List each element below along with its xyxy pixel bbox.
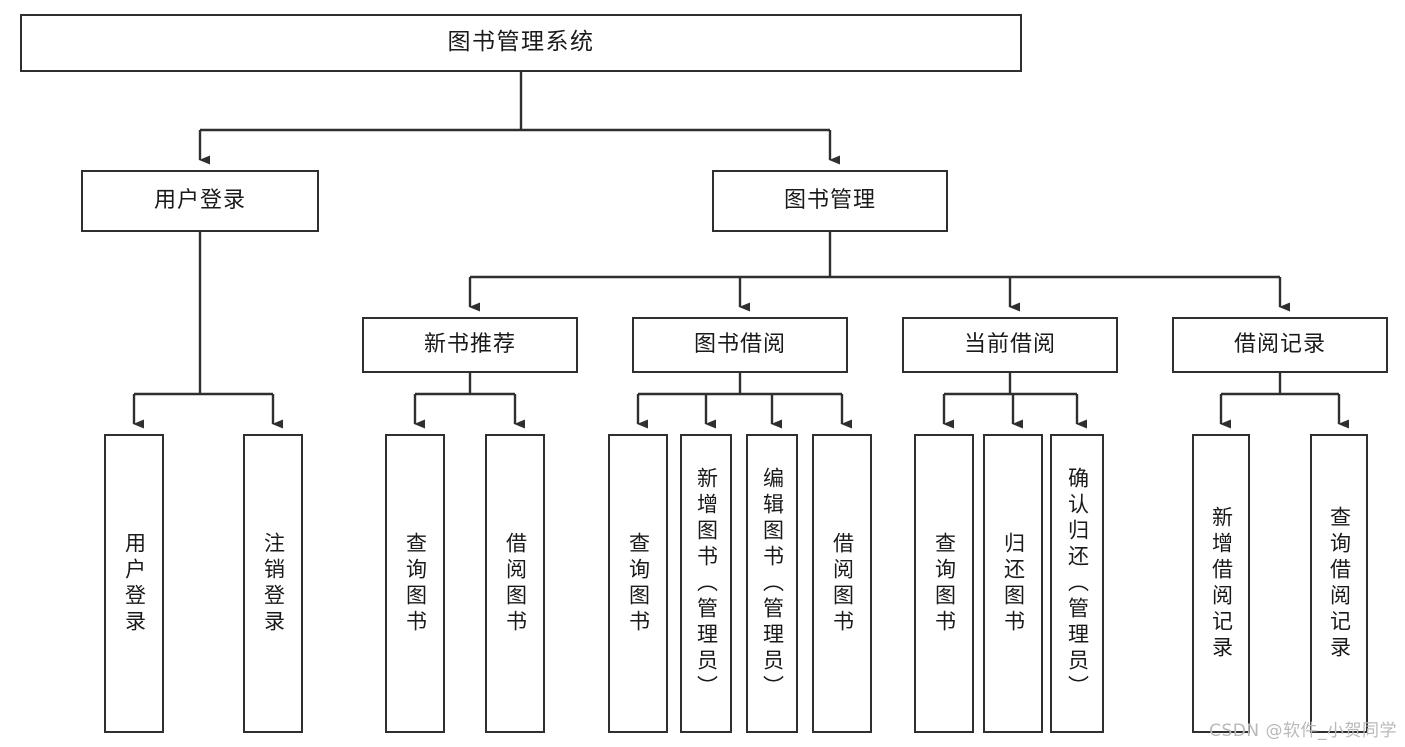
node-leaf-add-book[interactable]: 新增图书（管理员） — [680, 434, 732, 733]
node-leaf-query-record[interactable]: 查询借阅记录 — [1310, 434, 1368, 733]
node-label: 归还图书 — [1001, 531, 1026, 636]
node-label: 新书推荐 — [423, 332, 516, 358]
node-leaf-confirm-return[interactable]: 确认归还（管理员） — [1050, 434, 1104, 733]
node-label: 借阅图书 — [830, 531, 855, 636]
node-label: 查询图书 — [403, 531, 428, 636]
node-leaf-borrow-book-1[interactable]: 借阅图书 — [485, 434, 545, 733]
node-label: 编辑图书（管理员） — [760, 466, 785, 701]
node-leaf-user-login[interactable]: 用户登录 — [104, 434, 164, 733]
node-label: 查询借阅记录 — [1327, 505, 1352, 662]
node-leaf-return-book[interactable]: 归还图书 — [983, 434, 1043, 733]
node-leaf-query-book-1[interactable]: 查询图书 — [385, 434, 445, 733]
node-label: 图书管理 — [783, 188, 876, 214]
node-label: 借阅记录 — [1233, 332, 1326, 358]
node-label: 当前借阅 — [963, 332, 1056, 358]
node-leaf-query-book-3[interactable]: 查询图书 — [914, 434, 974, 733]
node-label: 新增图书（管理员） — [694, 466, 719, 701]
node-user-login[interactable]: 用户登录 — [81, 170, 319, 232]
node-label: 确认归还（管理员） — [1065, 466, 1090, 701]
node-label: 图书管理系统 — [447, 29, 595, 56]
node-leaf-add-record[interactable]: 新增借阅记录 — [1192, 434, 1250, 733]
node-label: 查询图书 — [626, 531, 651, 636]
node-new-book-rec[interactable]: 新书推荐 — [362, 317, 578, 373]
node-leaf-borrow-book-2[interactable]: 借阅图书 — [812, 434, 872, 733]
node-label: 新增借阅记录 — [1209, 505, 1234, 662]
node-book-manage[interactable]: 图书管理 — [712, 170, 948, 232]
node-label: 注销登录 — [261, 531, 286, 636]
node-label: 借阅图书 — [503, 531, 528, 636]
node-current-borrow[interactable]: 当前借阅 — [902, 317, 1118, 373]
node-leaf-query-book-2[interactable]: 查询图书 — [608, 434, 668, 733]
node-label: 查询图书 — [932, 531, 957, 636]
node-borrow-record[interactable]: 借阅记录 — [1172, 317, 1388, 373]
node-book-borrow[interactable]: 图书借阅 — [632, 317, 848, 373]
node-label: 图书借阅 — [693, 332, 786, 358]
node-label: 用户登录 — [122, 531, 147, 636]
csdn-watermark: CSDN @软件_小贺同学 — [1209, 721, 1397, 741]
node-leaf-edit-book[interactable]: 编辑图书（管理员） — [746, 434, 798, 733]
node-label: 用户登录 — [153, 188, 246, 214]
node-leaf-logout[interactable]: 注销登录 — [243, 434, 303, 733]
node-root[interactable]: 图书管理系统 — [20, 14, 1022, 72]
